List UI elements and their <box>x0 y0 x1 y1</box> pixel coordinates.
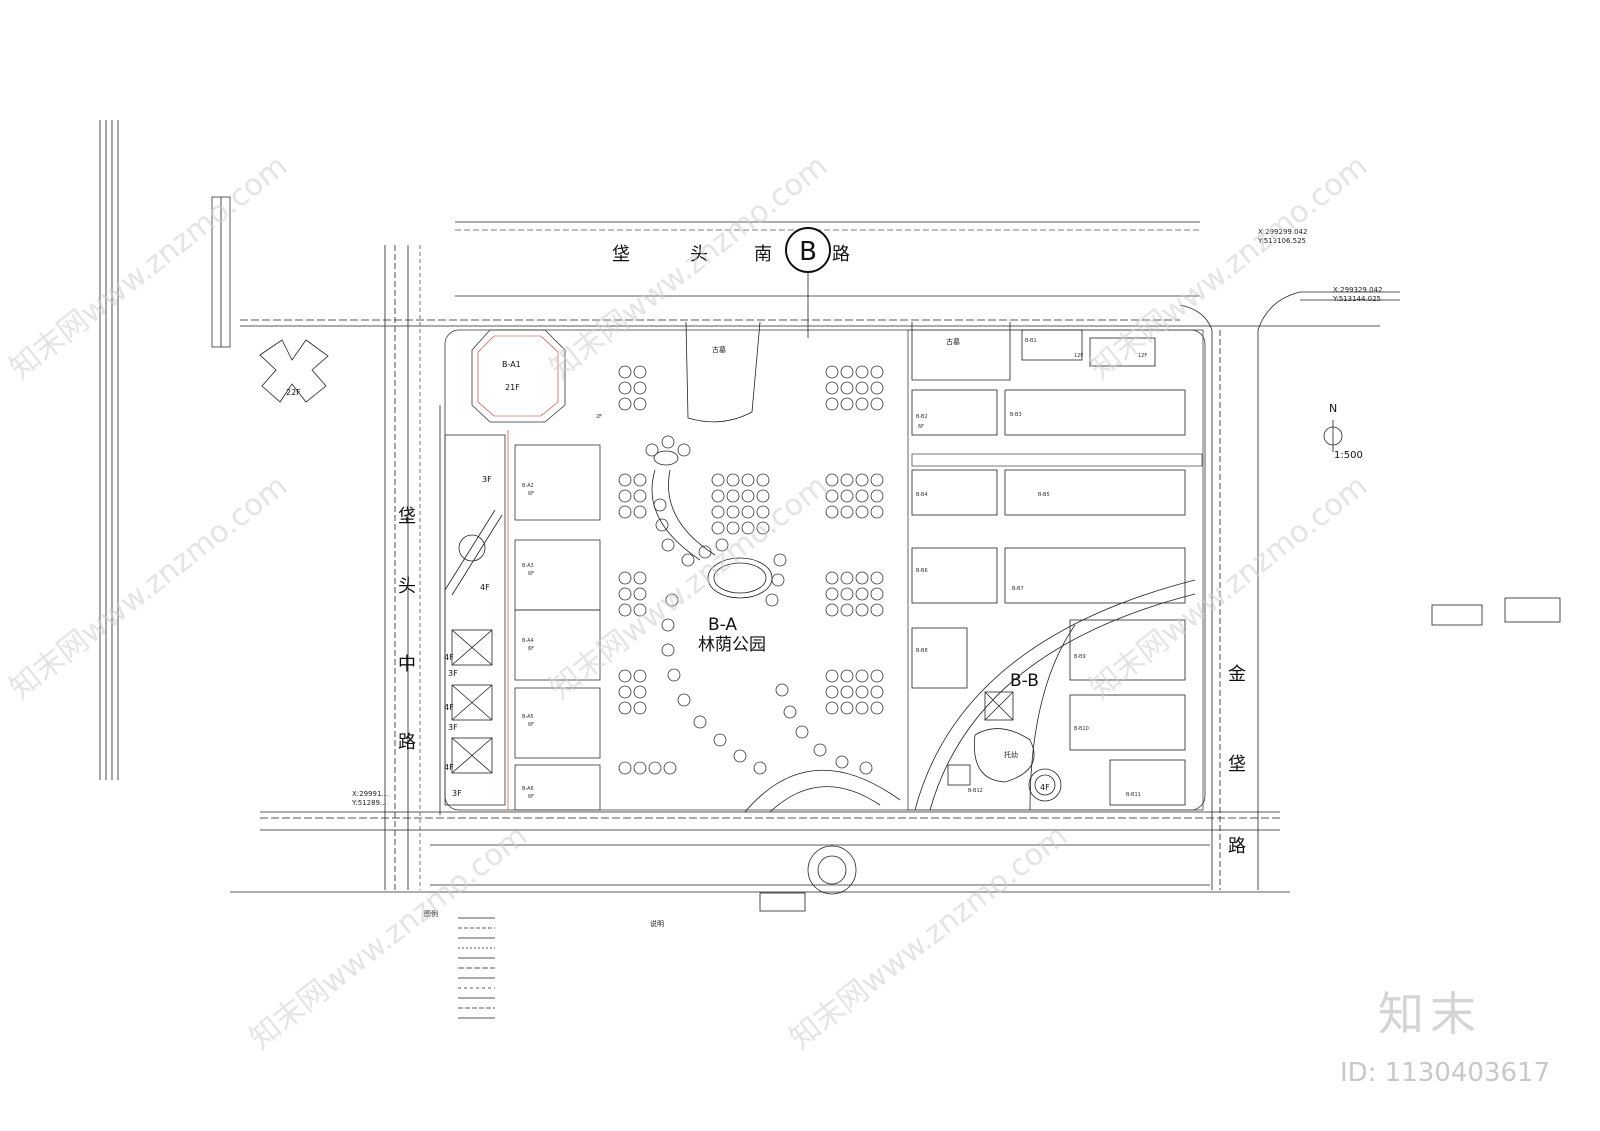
image-id-watermark: ID: 1130403617 <box>1340 1058 1551 1088</box>
misc-floor-label: 2F <box>596 414 602 420</box>
east-building-code: B-B6 <box>916 568 928 574</box>
park-trees <box>618 365 884 775</box>
west-row-floors: 6F <box>528 491 534 497</box>
watermark-layer: 知末网www.znzmo.com 知末网www.znzmo.com 知末网www… <box>3 148 1374 1056</box>
east-road-char-1: 金 <box>1228 664 1246 685</box>
north-road-char-2: 头 <box>690 244 708 265</box>
park-code-label: B-A <box>708 615 737 635</box>
west-road-char-3: 中 <box>398 654 416 675</box>
east-building-code: B-B10 <box>1074 726 1089 732</box>
north-road-char-3: 南 <box>754 244 772 265</box>
coord-sw-x: X:29991... <box>352 790 388 798</box>
tomb-right-label: 古墓 <box>946 337 960 346</box>
watermark-text: 知末网www.znzmo.com <box>3 148 294 386</box>
west-row-code: B-A2 <box>522 483 534 489</box>
east-building-code: B-B8 <box>916 648 928 654</box>
misc-floor-label: 3F <box>482 475 492 484</box>
north-road-char-1: 垡 <box>612 244 630 265</box>
tomb-left-label: 古墓 <box>712 345 726 354</box>
watermark-text: 知末网www.znzmo.com <box>783 818 1074 1056</box>
scale-label: 1:500 <box>1334 450 1363 461</box>
north-road-badge <box>785 227 831 273</box>
east-building-code: B-B11 <box>1126 792 1141 798</box>
misc-floor-label: 12F <box>1138 353 1147 359</box>
east-road-char-3: 路 <box>1228 836 1246 857</box>
west-road-char-1: 垡 <box>398 506 416 527</box>
east-floors-label: 6F <box>918 424 924 430</box>
west-row-floors: 6F <box>528 646 534 652</box>
coord-ne1-y: Y:513106.525 <box>1257 237 1306 245</box>
west-row-floors: 6F <box>528 571 534 577</box>
east-building-code: B-B3 <box>1010 412 1022 418</box>
tower-floors: 21F <box>505 383 520 392</box>
watermark-text: 知末网www.znzmo.com <box>3 468 294 706</box>
linework <box>99 120 1561 1019</box>
watermark-text: 知末网www.znzmo.com <box>1083 148 1374 386</box>
west-row-code: B-A3 <box>522 563 534 569</box>
misc-floor-label: 3F <box>448 723 458 732</box>
misc-floor-label: 4F <box>1040 783 1050 792</box>
tower-code: B-A1 <box>502 360 521 369</box>
coord-ne2-y: Y:513144.025 <box>1332 295 1381 303</box>
legend-title: 图例 <box>424 909 438 918</box>
coord-sw-y: Y:51289... <box>351 799 387 807</box>
misc-floor-label: 4F <box>444 653 454 662</box>
west-road-char-4: 路 <box>398 732 416 753</box>
north-road-badge-letter: B <box>799 237 817 267</box>
misc-floor-label: 3F <box>452 789 462 798</box>
east-building-code: B-B9 <box>1074 654 1086 660</box>
brand-watermark: 知末 <box>1378 987 1482 1041</box>
east-building-code: B-B12 <box>968 788 983 794</box>
north-road-char-4: 路 <box>832 244 850 265</box>
park-name-label: 林荫公园 <box>698 635 766 655</box>
east-building-code: B-B2 <box>916 414 928 420</box>
east-zone-label: B-B <box>1010 671 1039 691</box>
watermark-text: 知末网www.znzmo.com <box>243 818 534 1056</box>
notes-title: 说明 <box>650 919 664 928</box>
misc-floor-label: 12F <box>1074 353 1083 359</box>
west-row-floors: 6F <box>528 794 534 800</box>
misc-floor-label: 4F <box>480 583 490 592</box>
east-building-code: B-B5 <box>1038 492 1050 498</box>
west-road-char-2: 头 <box>398 576 416 597</box>
watermark-text: 知末网www.znzmo.com <box>543 148 834 386</box>
west-row-code: B-A4 <box>522 638 534 644</box>
west-row-floors: 6F <box>528 722 534 728</box>
east-building-code: B-B7 <box>1012 586 1024 592</box>
coord-ne2-x: X:299329.042 <box>1333 286 1382 294</box>
misc-floor-label: 3F <box>448 669 458 678</box>
watermark-text: 知末网www.znzmo.com <box>543 468 834 706</box>
misc-floor-label: 4F <box>444 703 454 712</box>
kindergarten-label: 托幼 <box>1004 750 1018 759</box>
west-row-code: B-A5 <box>522 714 534 720</box>
compass-north-letter: N <box>1329 402 1337 415</box>
east-building-code: B-B4 <box>916 492 928 498</box>
east-road-char-2: 垡 <box>1228 754 1246 775</box>
misc-floor-label: 4F <box>444 763 454 772</box>
west-row-code: B-A6 <box>522 786 534 792</box>
coord-ne1-x: X:299299.042 <box>1258 228 1307 236</box>
left-tower-floors: 22F <box>286 388 301 397</box>
east-building-code: B-B1 <box>1025 338 1037 344</box>
